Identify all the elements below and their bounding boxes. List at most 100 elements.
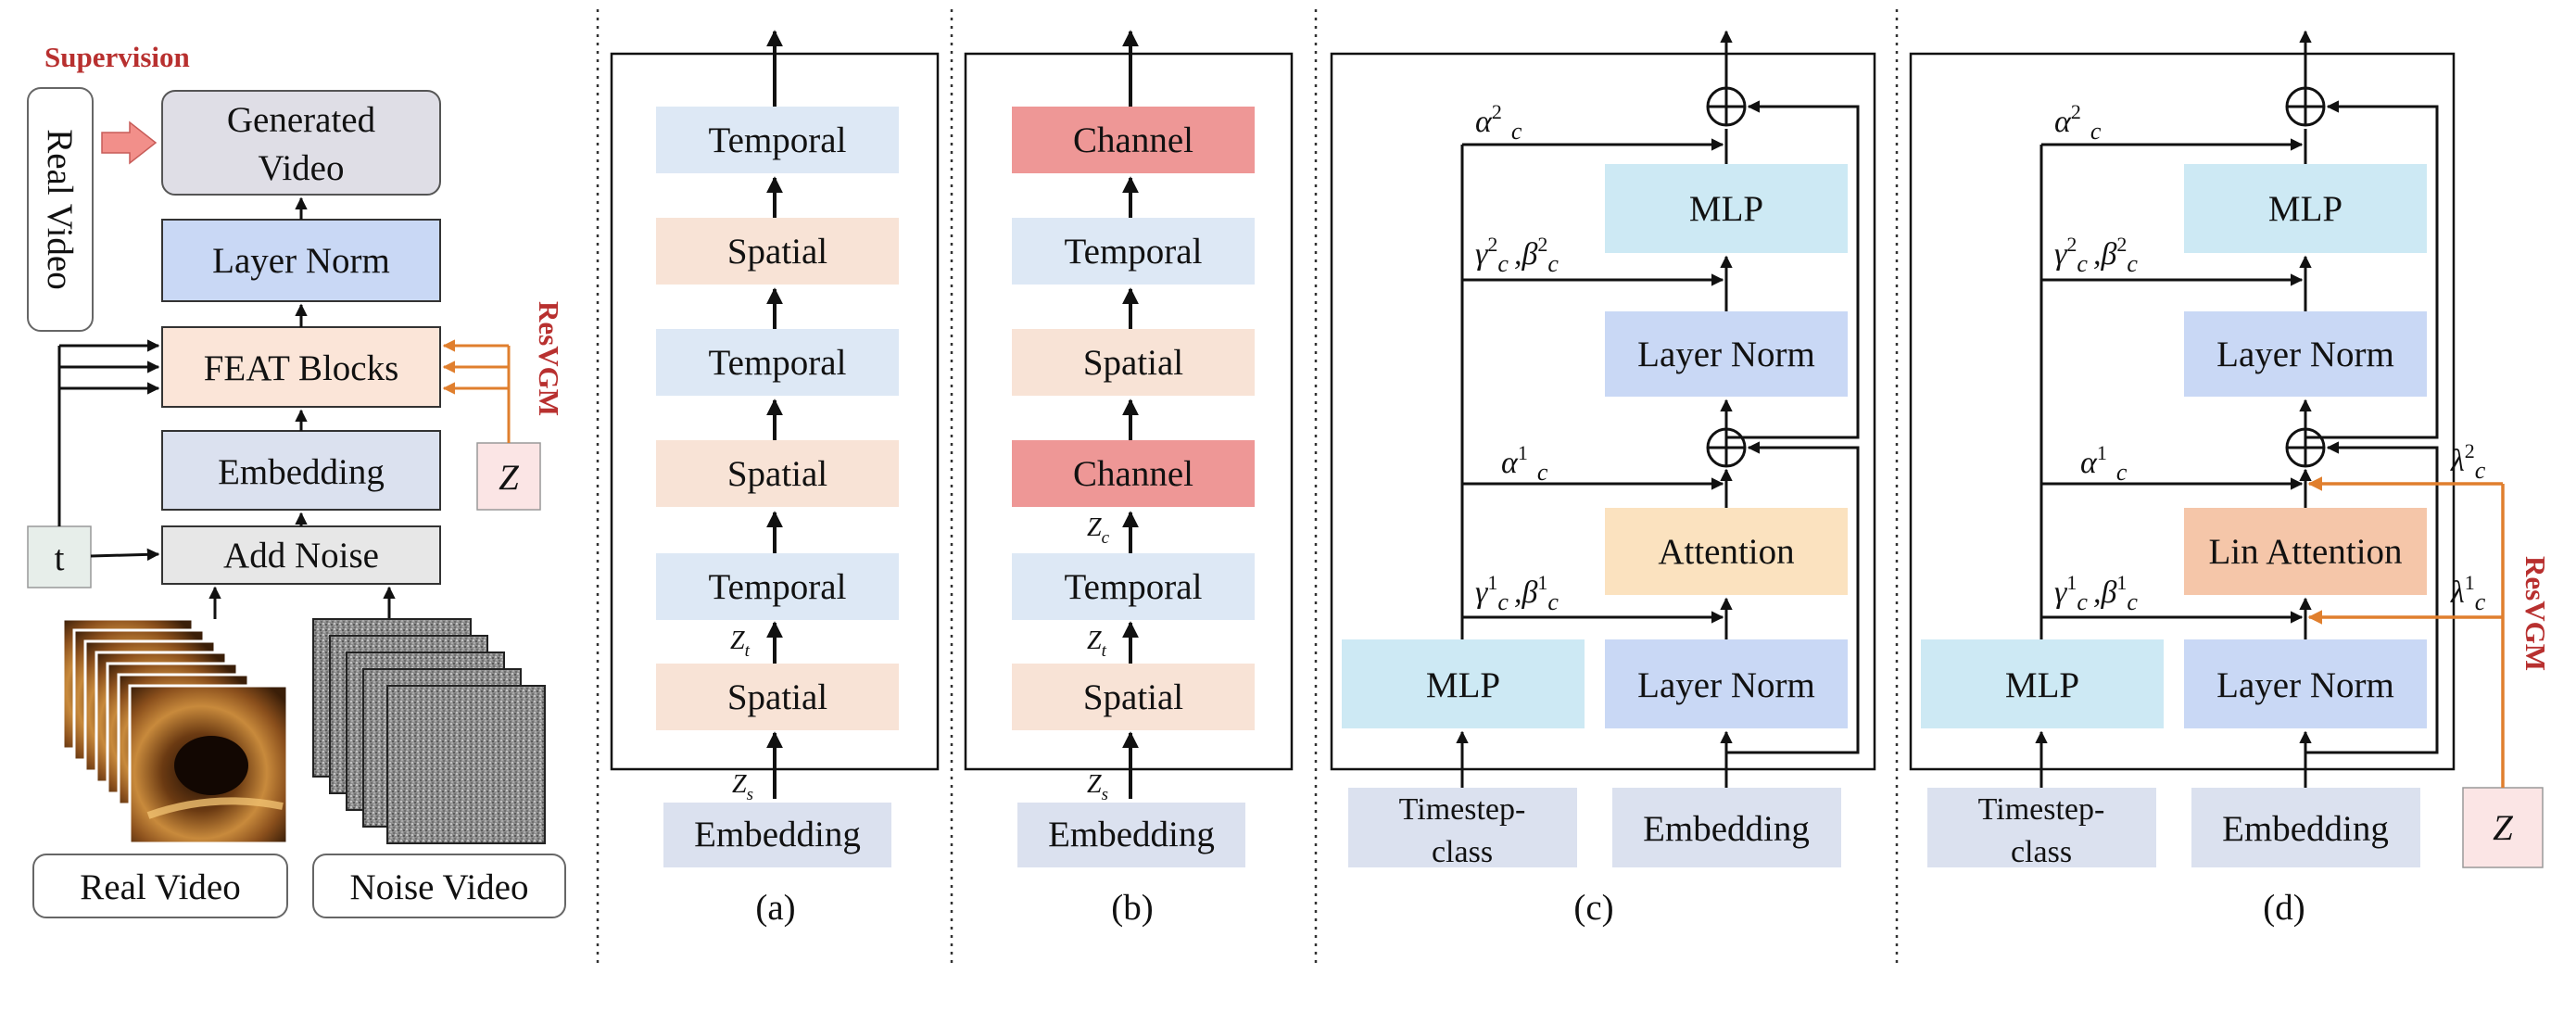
real-video-vertical-box: Real Video bbox=[27, 87, 94, 332]
panel-d-timestep-line1: Timestep- bbox=[1978, 792, 2105, 827]
panel-a-caption: (a) bbox=[755, 888, 795, 928]
panel-a-embedding-box: Embedding bbox=[663, 803, 891, 867]
panel-a-block-label: Temporal bbox=[709, 343, 847, 383]
panel-a-block-temporal: Temporal bbox=[656, 107, 899, 173]
panel-a-block-spatial: Spatial bbox=[656, 440, 899, 507]
panel-d-alpha2: α2c bbox=[2054, 100, 2102, 145]
panel-d-arrows bbox=[2035, 30, 2439, 788]
panel-d-sum-node-top bbox=[2285, 86, 2326, 127]
panel-c-layer-norm-bottom-box: Layer Norm bbox=[1605, 639, 1848, 728]
panel-d-lambda1: λ1c bbox=[2450, 571, 2486, 615]
panel-b-block-spatial: Spatial bbox=[1012, 329, 1255, 396]
panel-a-block-rect bbox=[656, 218, 899, 285]
panel-d-sum-node-mid bbox=[2285, 427, 2326, 468]
panel-c-arrows bbox=[1456, 30, 1860, 788]
panel-a-block-label: Temporal bbox=[709, 567, 847, 607]
generated-video-box: Generated Video bbox=[161, 90, 441, 196]
panel-d-layer-norm-top-label: Layer Norm bbox=[2216, 335, 2394, 374]
add-noise-box: Add Noise bbox=[161, 525, 441, 585]
panel-d-resvgm-label: ResVGM bbox=[2519, 556, 2552, 671]
panel-b-block-label: Spatial bbox=[1083, 343, 1183, 383]
panel-a-block-spatial: Spatial bbox=[656, 218, 899, 285]
panel-b-zt: Zt bbox=[1087, 626, 1107, 661]
noise-video-caption: Noise Video bbox=[349, 867, 528, 907]
panel-c-timestep-line2: class bbox=[1432, 835, 1493, 869]
panel-d-layer-norm-bottom-label: Layer Norm bbox=[2216, 665, 2394, 705]
panel-c-gamma1-beta1: γ1c,β1c bbox=[1475, 571, 1559, 615]
panel-d-layer-norm-bottom-box: Layer Norm bbox=[2184, 639, 2427, 728]
panel-d-embedding-box: Embedding bbox=[2191, 788, 2420, 867]
panel-b-block-label: Channel bbox=[1073, 454, 1193, 494]
panel-c-timestep-box: Timestep- class bbox=[1348, 788, 1577, 869]
panel-c-attention-label: Attention bbox=[1658, 532, 1794, 572]
panel-c-layer-norm-bottom-label: Layer Norm bbox=[1637, 665, 1815, 705]
panel-a-block-rect bbox=[656, 553, 899, 620]
panel-b-block-spatial: Spatial bbox=[1012, 664, 1255, 730]
panel-a-block-stack: TemporalSpatialTemporalSpatialTemporalSp… bbox=[656, 107, 899, 730]
noise-video-caption-box: Noise Video bbox=[312, 854, 566, 918]
panel-b-block-label: Channel bbox=[1073, 120, 1193, 160]
panel-b-block-rect bbox=[1012, 553, 1255, 620]
panel-d-lin-attention-box: Lin Attention bbox=[2184, 508, 2427, 595]
real-video-caption-box: Real Video bbox=[32, 854, 288, 918]
left-arrows bbox=[57, 196, 396, 619]
real-video-vertical-label: Real Video bbox=[40, 129, 80, 289]
panel-b-block-rect bbox=[1012, 218, 1255, 285]
panel-b-zs: Zs bbox=[1087, 770, 1108, 804]
panel-c-alpha1: α1c bbox=[1501, 441, 1548, 486]
panel-b-caption: (b) bbox=[1111, 888, 1153, 928]
supervision-label: Supervision bbox=[44, 41, 190, 73]
left-embedding-box: Embedding bbox=[161, 430, 441, 511]
t-box: t bbox=[27, 525, 92, 588]
panel-b-embedding-label: Embedding bbox=[1048, 815, 1215, 854]
panel-b-block-channel: Channel bbox=[1012, 107, 1255, 173]
panel-c-gamma2-beta2: γ2c,β2c bbox=[1475, 233, 1559, 277]
panel-b-block-rect bbox=[1012, 440, 1255, 507]
left-resvgm-label: ResVGM bbox=[533, 301, 565, 416]
panel-b-block-channel: Channel bbox=[1012, 440, 1255, 507]
panel-c-embedding-box: Embedding bbox=[1612, 788, 1841, 867]
panel-d-z-label: Z bbox=[2493, 808, 2514, 848]
generated-video-line2: Video bbox=[259, 148, 345, 188]
panel-b-block-temporal: Temporal bbox=[1012, 218, 1255, 285]
panel-a: TemporalSpatialTemporalSpatialTemporalSp… bbox=[610, 30, 940, 928]
panel-c-sum-node-mid bbox=[1706, 427, 1747, 468]
panel-b-block-label: Temporal bbox=[1065, 232, 1203, 272]
panel-d-mlp-top-label: MLP bbox=[2268, 189, 2342, 229]
real-video-caption: Real Video bbox=[80, 867, 240, 907]
panel-c-frame bbox=[1330, 52, 1876, 771]
panel-c-layer-norm-top-box: Layer Norm bbox=[1605, 311, 1848, 397]
panel-a-zs: Zs bbox=[732, 770, 753, 804]
panel-a-block-rect bbox=[656, 107, 899, 173]
panel-c-mlp-top-label: MLP bbox=[1689, 189, 1763, 229]
generated-video-line1: Generated bbox=[227, 100, 376, 140]
panel-d-resvgm-arrows bbox=[2307, 476, 2505, 788]
panel-d-timestep-box: Timestep- class bbox=[1927, 788, 2156, 869]
panel-d-alpha1: α1c bbox=[2080, 441, 2128, 486]
panel-d-z-box: Z bbox=[2462, 787, 2544, 868]
panel-a-zt: Zt bbox=[730, 626, 751, 661]
panel-b-block-temporal: Temporal bbox=[1012, 553, 1255, 620]
panel-a-block-temporal: Temporal bbox=[656, 329, 899, 396]
panel-b-block-rect bbox=[1012, 664, 1255, 730]
panel-a-block-label: Spatial bbox=[727, 454, 827, 494]
panel-a-block-label: Spatial bbox=[727, 232, 827, 272]
panel-d-mlp-top-box: MLP bbox=[2184, 164, 2427, 253]
left-panel: Supervision Real Video Generated Video L… bbox=[27, 41, 566, 918]
panel-b-block-stack: ChannelTemporalSpatialChannelTemporalSpa… bbox=[1012, 107, 1255, 730]
supervision-arrow bbox=[101, 120, 158, 165]
add-noise-label: Add Noise bbox=[223, 536, 379, 576]
panel-a-block-temporal: Temporal bbox=[656, 553, 899, 620]
panel-b-zc: Zc bbox=[1087, 513, 1110, 548]
panel-c-layer-norm-top-label: Layer Norm bbox=[1637, 335, 1815, 374]
panel-c: MLP Layer Norm Attention MLP Layer Norm … bbox=[1330, 30, 1876, 928]
left-z-label: Z bbox=[499, 458, 520, 498]
panel-c-mlp-left-box: MLP bbox=[1342, 639, 1585, 728]
left-layer-norm-label: Layer Norm bbox=[212, 241, 390, 281]
left-resvgm-arrows bbox=[442, 339, 511, 443]
feat-blocks-box: FEAT Blocks bbox=[161, 326, 441, 408]
feat-blocks-label: FEAT Blocks bbox=[204, 348, 399, 388]
panel-b-block-rect bbox=[1012, 107, 1255, 173]
panel-a-block-rect bbox=[656, 440, 899, 507]
